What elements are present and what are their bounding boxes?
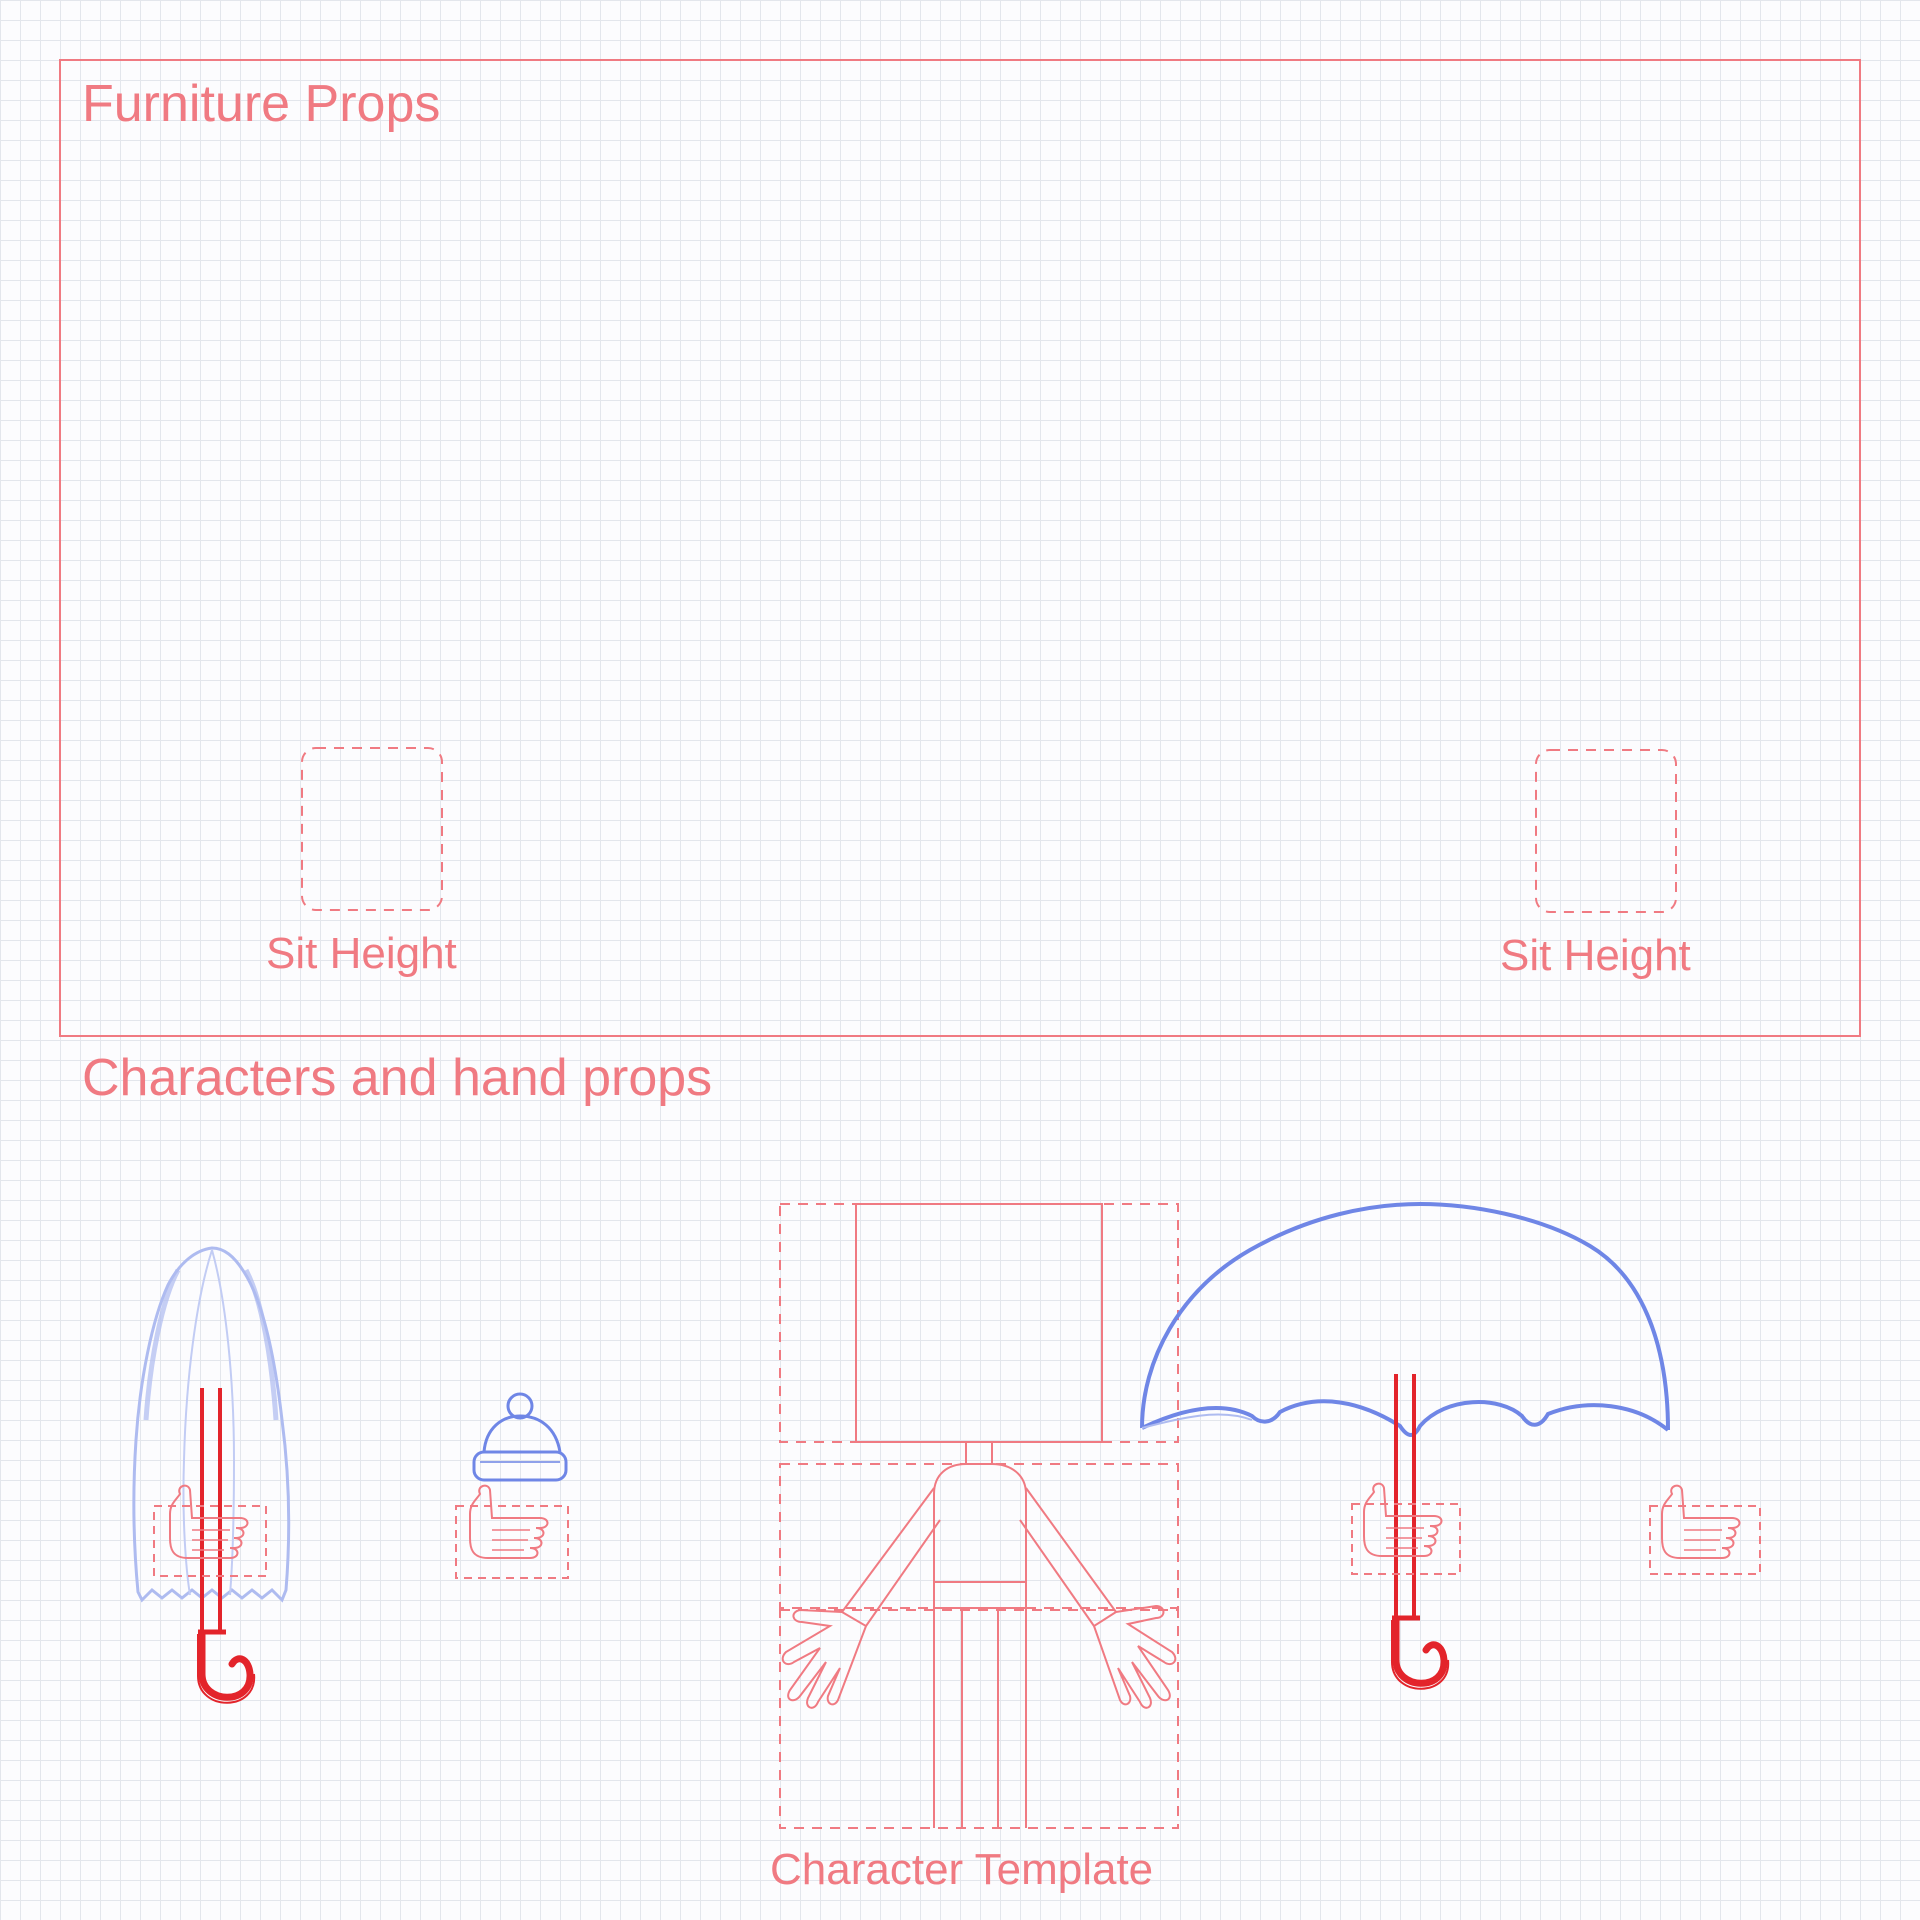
closed-umbrella-hand-guide bbox=[153, 1484, 267, 1577]
neck bbox=[965, 1441, 993, 1465]
legs-zone-guide bbox=[779, 1609, 1179, 1829]
left-open-hand bbox=[781, 1608, 868, 1709]
open-umbrella-sketch bbox=[1140, 1201, 1670, 1437]
sit-height-label-right: Sit Height bbox=[1500, 931, 1691, 980]
characters-hand-props-title: Characters and hand props bbox=[82, 1049, 713, 1107]
beanie-hand-guide bbox=[455, 1484, 569, 1579]
torso-zone-guide bbox=[779, 1463, 1179, 1609]
open-umbrella-shaft bbox=[1392, 1374, 1420, 1621]
character-template-label: Character Template bbox=[770, 1845, 1154, 1894]
sit-height-guide-left bbox=[301, 747, 443, 911]
head-box bbox=[855, 1203, 1103, 1443]
open-umbrella-handle bbox=[1392, 1620, 1448, 1689]
closed-umbrella-shaft bbox=[198, 1388, 226, 1635]
head-zone-guide bbox=[779, 1203, 1179, 1443]
furniture-props-title: Furniture Props bbox=[82, 75, 441, 133]
character-template bbox=[779, 1203, 1179, 1829]
right-open-hand bbox=[1092, 1604, 1177, 1709]
furniture-props-frame bbox=[59, 59, 1861, 1037]
beanie-hat-sketch bbox=[472, 1392, 568, 1482]
torso bbox=[933, 1463, 1027, 1583]
sit-height-guide-right bbox=[1535, 749, 1677, 913]
open-umbrella-hand-guide bbox=[1351, 1482, 1461, 1575]
closed-umbrella-sketch bbox=[132, 1246, 291, 1603]
sit-height-label-left: Sit Height bbox=[266, 929, 457, 978]
spare-hand-guide bbox=[1649, 1484, 1761, 1575]
hips bbox=[933, 1581, 1027, 1609]
closed-umbrella-handle bbox=[198, 1634, 254, 1703]
